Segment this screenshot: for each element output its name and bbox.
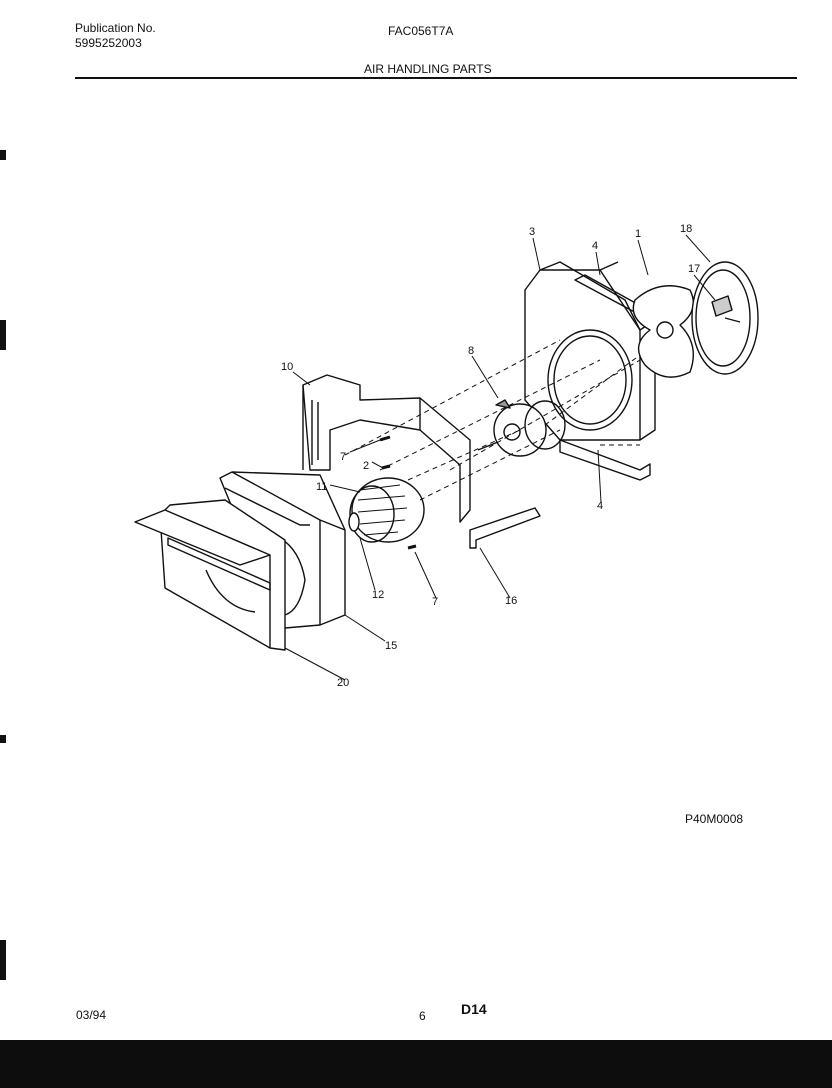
callout-10: 10 — [281, 361, 293, 373]
scan-left-mark — [0, 320, 6, 350]
callout-17: 17 — [688, 263, 700, 275]
page-number: 6 — [419, 1009, 426, 1023]
screw-part-lower — [407, 544, 417, 550]
fan-blade-part — [632, 285, 694, 378]
callout-8: 8 — [468, 345, 474, 357]
callout-11: 11 — [316, 481, 327, 493]
callout-4-lower: 4 — [597, 500, 603, 512]
callout-3: 3 — [529, 226, 535, 238]
bracket-part-lower — [559, 439, 651, 481]
fan-clip-part — [711, 295, 741, 323]
callout-18: 18 — [680, 223, 692, 235]
callout-4-upper: 4 — [592, 240, 598, 252]
mount-bracket-part — [469, 507, 541, 549]
callout-7-upper: 7 — [340, 451, 346, 463]
drawing-code: P40M0008 — [685, 812, 744, 826]
screw-part-upper — [379, 435, 391, 442]
shroud-housing-part — [524, 261, 656, 441]
date: 03/94 — [76, 1008, 107, 1022]
callout-20: 20 — [337, 677, 349, 689]
section-title: AIR HANDLING PARTS — [364, 62, 492, 76]
callout-7-lower: 7 — [432, 596, 438, 608]
callout-1: 1 — [635, 228, 641, 240]
publication-number: 5995252003 — [75, 36, 142, 50]
callout-2: 2 — [363, 460, 369, 472]
motor-mount-plate-part — [302, 374, 471, 523]
blower-collar-part — [348, 512, 360, 532]
screw-part-2 — [381, 464, 391, 470]
callout-16: 16 — [505, 595, 517, 607]
assembly-alignment-lines — [344, 339, 641, 501]
callout-15: 15 — [385, 640, 397, 652]
callout-leader-lines — [284, 234, 716, 681]
front-panel-part — [134, 499, 286, 651]
publication-label: Publication No. — [75, 21, 156, 35]
scan-left-mark — [0, 150, 6, 160]
callout-12: 12 — [372, 589, 384, 601]
scan-bottom-edge — [0, 1040, 832, 1088]
scan-left-mark — [0, 735, 6, 743]
callout-labels: 3 4 1 18 17 8 10 7 2 11 12 7 16 4 15 20 — [281, 223, 700, 689]
model-number: FAC056T7A — [388, 24, 454, 38]
sheet-code: D14 — [461, 1001, 487, 1017]
blower-wheel-part — [349, 477, 425, 543]
header-rule — [75, 77, 797, 79]
scan-left-mark — [0, 940, 6, 980]
